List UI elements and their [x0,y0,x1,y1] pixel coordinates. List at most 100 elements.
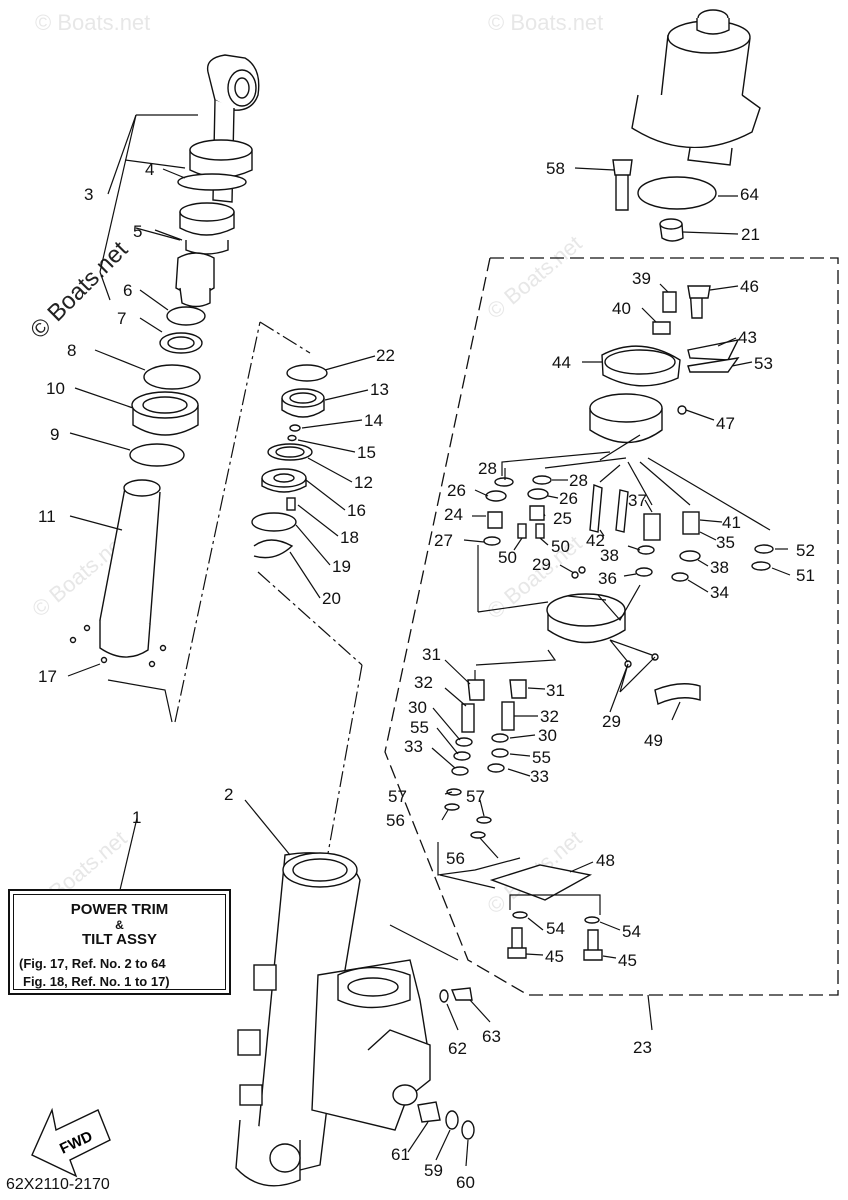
o-ring-64 [637,176,717,210]
o-ring-62 [439,989,449,1003]
callout-57b: 57 [466,787,485,806]
callout-26b: 26 [559,489,578,508]
callout-7: 7 [117,309,126,328]
pin-42 [589,484,603,533]
callout-12: 12 [354,473,373,492]
watermarks: © Boats.net © Boats.net © Boats.net © Bo… [25,10,603,919]
nut-40 [652,321,671,335]
trim-motor [631,9,761,166]
callout-55b: 55 [532,748,551,767]
callout-55a: 55 [410,718,429,737]
callout-44: 44 [552,353,571,372]
diagram-code: 62X2110-2170 [6,1176,110,1193]
o-ring-22 [286,364,328,382]
spring-39 [662,291,677,313]
pump-lower [444,679,603,961]
callout-45b: 45 [618,951,637,970]
callout-37: 37 [628,491,647,510]
callout-33a: 33 [404,737,423,756]
callout-56b: 56 [446,849,465,868]
circlip-20 [253,539,294,559]
o-ring-59 [445,1110,459,1130]
callout-2: 2 [224,785,233,804]
plate-49 [654,683,701,705]
callout-19: 19 [332,557,351,576]
callout-46: 46 [740,277,759,296]
title-box-inner: POWER TRIM & TILT ASSY (Fig. 17, Ref. No… [13,894,226,990]
callout-47: 47 [716,414,735,433]
callout-20: 20 [322,589,341,608]
spring-37 [643,513,661,541]
valve-43 [687,339,740,361]
callout-21: 21 [741,225,760,244]
callout-43: 43 [738,328,757,347]
callout-42: 42 [586,531,605,550]
callout-4: 4 [145,160,154,179]
callouts: 1 2 3 4 5 6 7 8 10 9 11 17 22 13 14 15 1… [38,159,815,1192]
callout-13: 13 [370,380,389,399]
title-ampersand: & [115,918,124,932]
callout-25: 25 [553,509,572,528]
seals-and-rings-left [129,306,206,467]
callout-38b: 38 [710,558,729,577]
callout-32b: 32 [540,707,559,726]
callout-61: 61 [391,1145,410,1164]
callout-1: 1 [132,808,141,827]
callout-6: 6 [123,281,132,300]
callout-11: 11 [38,507,56,526]
plug-61 [417,1101,441,1123]
o-ring-6 [166,306,206,326]
pump-upper [589,285,740,444]
callout-33b: 33 [530,767,549,786]
callout-22: 22 [376,346,395,365]
callout-26a: 26 [447,481,466,500]
callout-38a: 38 [600,546,619,565]
callout-36: 36 [598,569,617,588]
callout-39: 39 [632,269,651,288]
ring-14 [289,424,301,432]
callout-30b: 30 [538,726,557,745]
callout-29a: 29 [532,555,551,574]
callout-31b: 31 [546,681,565,700]
ring-15 [287,434,297,442]
pump-assy-outline-23 [384,257,839,996]
callout-8: 8 [67,341,76,360]
callout-63: 63 [482,1027,501,1046]
callout-64: 64 [740,185,759,204]
reference-line-2: Fig. 18, Ref. No. 1 to 17) [23,974,170,989]
callout-10: 10 [46,379,65,398]
callout-27: 27 [434,531,453,550]
o-ring-9 [129,443,185,467]
callout-58: 58 [546,159,565,178]
callout-28a: 28 [478,459,497,478]
callout-60: 60 [456,1173,475,1192]
tilt-body-2 [235,852,431,1187]
fwd-arrow-icon: FWD [31,1107,111,1178]
callout-23: 23 [633,1038,652,1057]
middle-parts [251,364,328,559]
callout-41: 41 [722,513,741,532]
callout-51: 51 [796,566,815,585]
o-ring-60 [461,1120,475,1140]
callout-48: 48 [596,851,615,870]
callout-49: 49 [644,731,663,750]
callout-24: 24 [444,505,463,524]
watermark: © Boats.net [488,10,603,35]
title-box: POWER TRIM & TILT ASSY (Fig. 17, Ref. No… [8,889,231,995]
watermark-main: © Boats.net [25,236,133,344]
tilt-rod-assembly [175,54,260,308]
filter-19 [251,512,297,532]
callout-54a: 54 [546,919,565,938]
callout-32a: 32 [414,673,433,692]
plug-63 [451,987,473,1001]
tilt-cylinder-11 [69,479,167,668]
leader-lines [67,114,791,1167]
callout-45a: 45 [545,947,564,966]
callout-35: 35 [716,533,735,552]
callout-3: 3 [84,185,93,204]
callout-16: 16 [347,501,366,520]
title-line-2: TILT ASSY [82,931,157,948]
callout-59: 59 [424,1161,443,1180]
callout-30a: 30 [408,698,427,717]
